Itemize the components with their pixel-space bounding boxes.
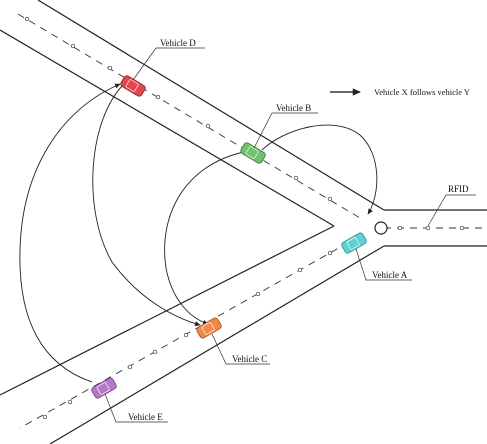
vehicle-c[interactable]: [196, 317, 223, 339]
lower-road-top-edge: [0, 225, 335, 396]
arc-b-follows-c: [164, 151, 245, 325]
lower-road-centerline: [19, 235, 361, 429]
arc-d-follows-e: [19, 83, 121, 383]
vehicle-a-label: Vehicle A: [372, 270, 408, 280]
rfid-tags-upper: [24, 16, 333, 202]
car-icon: [240, 142, 266, 164]
label-vehicle-e: Vehicle E: [104, 393, 168, 423]
vehicle-b-label: Vehicle B: [276, 103, 311, 113]
car-icon: [120, 75, 146, 97]
label-vehicle-c: Vehicle C: [211, 333, 270, 365]
vehicle-b[interactable]: [240, 142, 267, 165]
upper-road-bottom-edge: [0, 29, 335, 227]
label-vehicle-d: Vehicle D: [132, 38, 205, 81]
vehicle-a[interactable]: [341, 232, 368, 254]
rfid-tags-lower: [42, 250, 333, 420]
rfid-label: RFID: [448, 184, 469, 194]
car-icon: [91, 377, 117, 399]
label-rfid: RFID: [427, 184, 476, 227]
junction-node-icon: [374, 221, 388, 235]
rfid-tags-right: [397, 225, 465, 231]
vehicle-c-label: Vehicle C: [232, 354, 267, 364]
arc-a-follows-b: [261, 124, 378, 215]
arc-c-follows-d: [92, 83, 201, 327]
vehicle-e-label: Vehicle E: [128, 412, 163, 422]
upper-road-top-edge: [37, 0, 385, 211]
car-icon: [196, 317, 222, 339]
car-icon: [341, 232, 367, 254]
following-arcs: [19, 83, 378, 383]
legend-text: Vehicle X follows vehicle Y: [374, 87, 470, 97]
label-vehicle-b: Vehicle B: [253, 103, 318, 149]
vehicle-d-label: Vehicle D: [160, 38, 196, 48]
vehicle-e[interactable]: [91, 377, 118, 399]
vehicle-d[interactable]: [120, 75, 147, 98]
upper-road-centerline: [17, 13, 361, 219]
legend: Vehicle X follows vehicle Y: [330, 87, 470, 97]
label-vehicle-a: Vehicle A: [355, 248, 412, 281]
